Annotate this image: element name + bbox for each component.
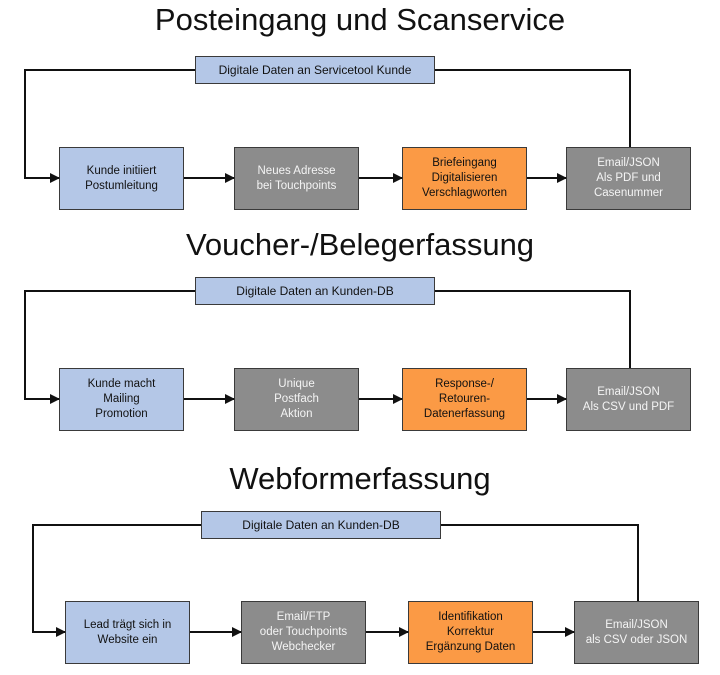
section-title: Voucher-/Belegerfassung bbox=[185, 227, 535, 262]
process-step-4: Email/JSON Als PDF und Casenummer bbox=[566, 147, 691, 210]
banner-label: Digitale Daten an Kunden-DB bbox=[201, 511, 441, 539]
banner-label: Digitale Daten an Kunden-DB bbox=[195, 277, 435, 305]
process-step-3: Identifikation Korrektur Ergänzung Daten bbox=[408, 601, 533, 664]
process-step-1: Lead trägt sich in Website ein bbox=[65, 601, 190, 664]
section-title: Webformerfassung bbox=[229, 461, 491, 496]
process-step-4: Email/JSON Als CSV und PDF bbox=[566, 368, 691, 431]
process-step-3: Response-/ Retouren- Datenerfassung bbox=[402, 368, 527, 431]
process-step-4: Email/JSON als CSV oder JSON bbox=[574, 601, 699, 664]
banner-label: Digitale Daten an Servicetool Kunde bbox=[195, 56, 435, 84]
process-step-2: Unique Postfach Aktion bbox=[234, 368, 359, 431]
process-step-3: Briefeingang Digitalisieren Verschlagwor… bbox=[402, 147, 527, 210]
process-step-2: Email/FTP oder Touchpoints Webchecker bbox=[241, 601, 366, 664]
process-step-2: Neues Adresse bei Touchpoints bbox=[234, 147, 359, 210]
process-step-1: Kunde macht Mailing Promotion bbox=[59, 368, 184, 431]
process-step-1: Kunde initiiert Postumleitung bbox=[59, 147, 184, 210]
section-title: Posteingang und Scanservice bbox=[154, 2, 566, 37]
